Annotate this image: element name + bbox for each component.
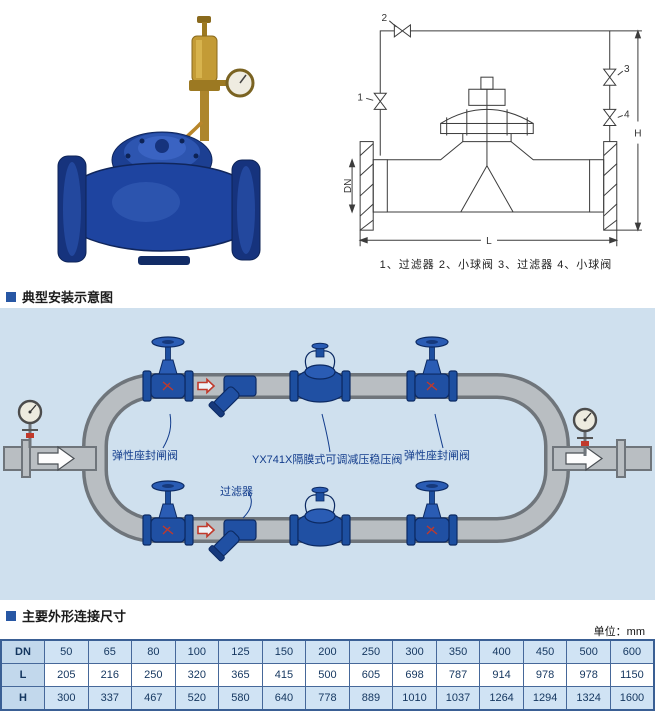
table-cell: 500 [566,639,611,664]
table-cell: 978 [566,663,611,687]
part-number-2: 2 [381,13,387,24]
table-cell: 365 [218,663,263,687]
table-cell: 889 [348,686,394,711]
drawing-labels: 1 2 3 4 L H DN [343,13,641,247]
table-cell: 978 [522,663,568,687]
drawing-lines [348,20,642,247]
table-cell: 65 [87,639,133,664]
table-cell: 580 [218,686,263,711]
drawing-caption: 1、过滤器 2、小球阀 3、过滤器 4、小球阀 [379,259,613,271]
dimension-drawing-svg: 1 2 3 4 L H DN [343,13,642,247]
table-cell: 50 [44,639,89,664]
table-cell: 698 [392,663,437,687]
table-cell: 300 [44,686,89,711]
table-cell: 1294 [522,686,568,711]
row-label: L [0,663,45,687]
section-install-heading: 典型安装示意图 [6,287,113,306]
flow-arrow-in-icon [37,445,76,472]
table-row: H 300 337 467 520 580 640 778 889 1010 1… [0,686,655,711]
installation-diagram-svg: 弹性座封闸阀 YX741X隔膜式可调减压稳压阀 过滤器 弹性座封闸阀 [0,308,655,600]
table-cell: 1600 [609,686,655,711]
pilot-regulator-icon [189,16,255,141]
installation-diagram: 弹性座封闸阀 YX741X隔膜式可调减压稳压阀 过滤器 弹性座封闸阀 [0,308,655,600]
label-gate-valve-right: 弹性座封闸阀 [404,448,470,462]
table-cell: 520 [174,686,220,711]
table-cell: 320 [174,663,220,687]
table-cell: 100 [174,639,220,664]
table-cell: 450 [522,639,568,664]
table-cell: 205 [44,663,89,687]
table-cell: 250 [131,663,176,687]
table-cell: 415 [261,663,307,687]
table-cell: 467 [131,686,176,711]
table-cell: 150 [261,639,307,664]
label-main-valve: YX741X隔膜式可调减压稳压阀 [252,452,402,466]
table-cell: 300 [392,639,437,664]
section-bullet-icon [6,610,16,621]
table-cell: 605 [348,663,394,687]
unit-note: 单位：mm [593,626,645,638]
section-dims-title: 主要外形连接尺寸 [22,609,127,624]
dimensions-table: DN 50 65 80 100 125 150 200 250 300 350 … [0,639,655,711]
dimension-drawing: 1 2 3 4 L H DN [340,4,652,252]
part-number-4: 4 [624,109,630,120]
table-cell: 914 [479,663,524,687]
table-row: L 205 216 250 320 365 415 500 605 698 78… [0,663,655,687]
table-cell: 1150 [609,663,655,687]
table-cell: 778 [305,686,350,711]
table-cell: 787 [435,663,481,687]
table-cell: 350 [435,639,481,664]
table-cell: 337 [87,686,133,711]
dim-label-h: H [634,129,641,140]
table-cell: 200 [305,639,350,664]
table-cell: 400 [479,639,524,664]
section-bullet-icon [6,291,16,302]
label-strainer: 过滤器 [220,485,253,498]
table-cell: 1037 [435,686,481,711]
table-cell: 216 [87,663,133,687]
section-install-title: 典型安装示意图 [22,290,114,305]
table-cell: 125 [218,639,263,664]
table-cell: 250 [348,639,394,664]
table-cell: 1324 [566,686,611,711]
pressure-gauge-icon [225,68,255,98]
dim-label-l: L [486,236,492,247]
table-cell: 500 [305,663,350,687]
row-label: H [0,686,45,711]
section-dims-heading: 主要外形连接尺寸 [6,606,126,625]
table-cell: 640 [261,686,307,711]
label-gate-valve-left: 弹性座封闸阀 [112,448,178,462]
label-leaders [162,413,444,519]
valve-body [57,131,261,265]
table-row: DN 50 65 80 100 125 150 200 250 300 350 … [0,639,655,664]
product-photo-svg [57,16,261,265]
table-cell: 80 [131,639,176,664]
table-cell: 600 [609,639,655,664]
part-number-3: 3 [624,64,630,75]
diagram-labels: 弹性座封闸阀 YX741X隔膜式可调减压稳压阀 过滤器 弹性座封闸阀 [112,448,470,498]
part-number-1: 1 [357,92,363,103]
table-cell: 1010 [392,686,437,711]
row-label: DN [0,639,45,664]
dim-label-dn: DN [343,179,354,194]
table-cell: 1264 [479,686,524,711]
product-photo [46,10,276,268]
